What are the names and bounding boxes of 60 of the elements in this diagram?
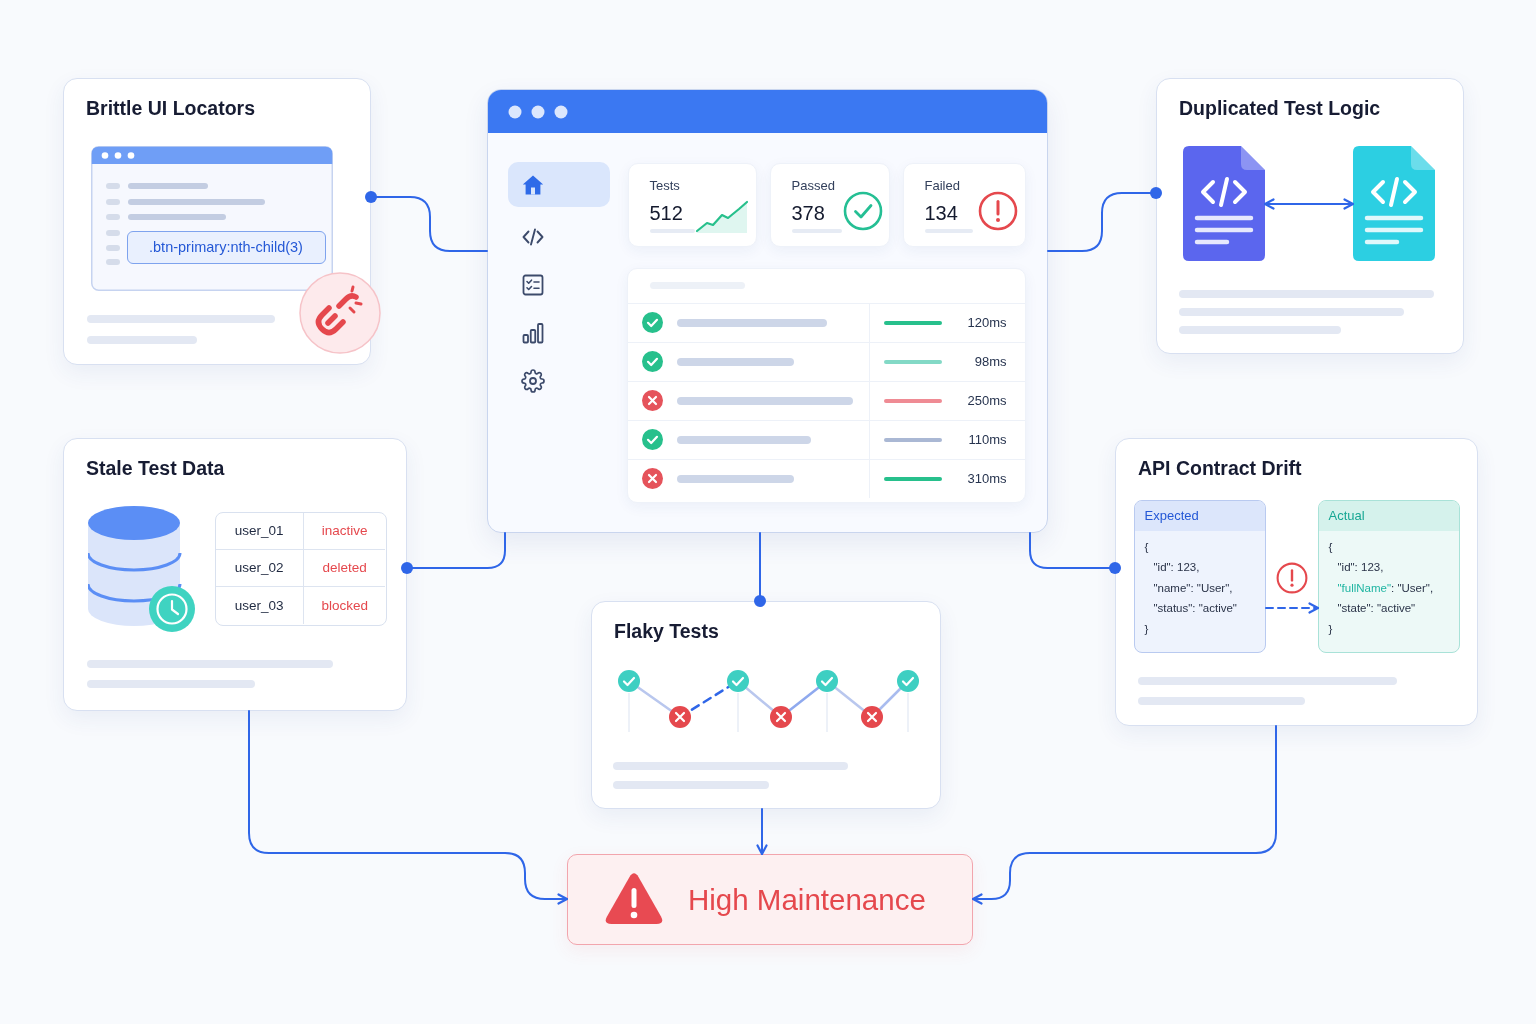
data-table xyxy=(214,511,387,626)
panel-header: Actual xyxy=(1318,500,1459,531)
alert-banner xyxy=(567,854,973,945)
arrow xyxy=(971,725,1277,905)
card-title: Brittle UI Locators xyxy=(86,99,256,119)
duration-value: 110ms xyxy=(968,431,1007,447)
arrow xyxy=(756,808,768,856)
status-cell: inactive xyxy=(303,512,386,550)
code-line: { xyxy=(1328,539,1333,554)
code-line: "id": 123, xyxy=(1153,560,1200,574)
card-title: Duplicated Test Logic xyxy=(1179,99,1381,119)
connector-line xyxy=(401,532,506,574)
double-arrow xyxy=(1263,198,1355,210)
stat-card xyxy=(769,162,890,247)
card-title: Stale Test Data xyxy=(86,459,225,479)
panel-header: Expected xyxy=(1134,500,1265,531)
payload-panel xyxy=(1317,499,1460,653)
dashboard-window xyxy=(487,89,1048,533)
user-id-cell: user_01 xyxy=(215,512,304,550)
stat-label: Tests xyxy=(649,177,680,193)
code-line: "status": "active" xyxy=(1153,601,1237,615)
stat-value: 512 xyxy=(649,201,683,225)
user-id-cell: user_02 xyxy=(215,549,304,588)
problem-card xyxy=(1156,78,1464,354)
payload-panel xyxy=(1133,499,1266,653)
code-line: "name": "User", xyxy=(1153,580,1233,595)
code-line: } xyxy=(1144,621,1149,636)
status-cell: deleted xyxy=(303,549,386,588)
duration-value: 120ms xyxy=(967,314,1007,330)
banner-text: High Maintenance xyxy=(688,883,926,916)
problem-card xyxy=(63,438,407,711)
test-results-panel xyxy=(626,267,1026,503)
card-title: Flaky Tests xyxy=(614,622,719,642)
dashed-arrow xyxy=(1265,602,1320,614)
code-document-icon xyxy=(1352,145,1435,261)
stat-card xyxy=(627,162,757,247)
problem-card xyxy=(591,601,941,809)
connector-line xyxy=(1029,532,1121,574)
stat-value: 134 xyxy=(924,201,958,225)
stat-label: Failed xyxy=(924,177,960,193)
arrow xyxy=(248,710,569,905)
problem-card xyxy=(1115,438,1478,726)
stat-card xyxy=(902,162,1026,247)
code-line: "fullName": "User", xyxy=(1337,580,1434,595)
status-cell-text: blocked xyxy=(320,597,369,616)
connector-line xyxy=(1047,187,1162,252)
code-document-icon xyxy=(1182,145,1265,261)
stat-value: 378 xyxy=(791,201,825,225)
card-title: API Contract Drift xyxy=(1138,459,1302,479)
code-line: "id": 123, xyxy=(1337,560,1384,574)
connector-line xyxy=(754,532,766,607)
code-line: { xyxy=(1144,539,1149,554)
duration-value: 98ms xyxy=(974,353,1007,369)
stat-label: Passed xyxy=(791,177,835,193)
user-id-cell: user_03 xyxy=(215,587,304,625)
connector-line xyxy=(365,191,488,252)
code-line: } xyxy=(1328,621,1333,636)
duration-value: 310ms xyxy=(967,470,1007,486)
duration-value: 250ms xyxy=(967,392,1007,408)
code-line: "state": "active" xyxy=(1337,601,1416,615)
